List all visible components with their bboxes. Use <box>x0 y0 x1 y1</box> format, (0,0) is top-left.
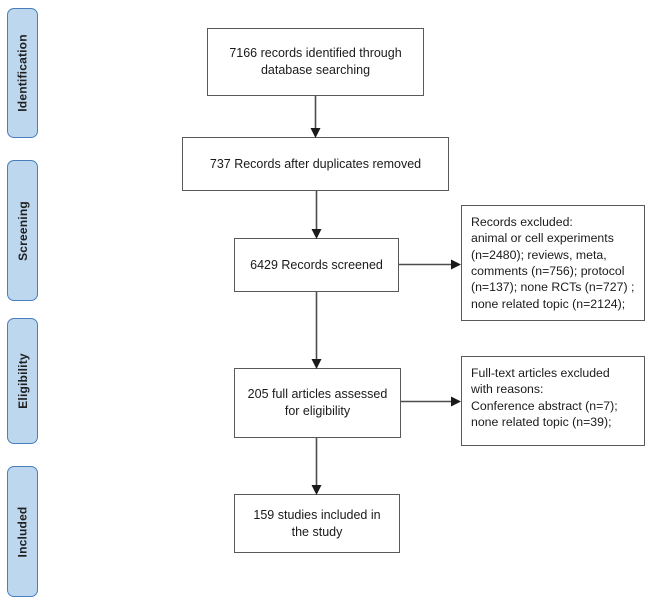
arrow-assessed-to-included <box>311 438 322 495</box>
box-studies-included-text: 159 studies included in the study <box>253 507 381 539</box>
arrow-identified-to-duplicates <box>310 96 321 138</box>
box-records-identified-text: 7166 records identified through database… <box>229 46 402 77</box>
arrow-assessed-to-fulltext-excluded <box>401 396 461 407</box>
box-studies-included: 159 studies included in the study <box>234 494 400 553</box>
arrow-duplicates-to-screened <box>311 191 322 239</box>
box-records-after-duplicates-text: 737 Records after duplicates removed <box>209 156 422 171</box>
box-records-after-duplicates: 737 Records after duplicates removed <box>182 137 449 191</box>
box-records-screened-text: 6429 Records screened <box>250 257 383 272</box>
stage-bar-included: Included <box>7 466 38 597</box>
arrow-screened-to-excluded <box>399 259 461 270</box>
box-full-articles-assessed-text: 205 full articles assessed for eligibili… <box>247 387 388 418</box>
box-full-articles-assessed: 205 full articles assessed for eligibili… <box>234 368 401 438</box>
box-full-text-excluded: Full-text articles excluded with reasons… <box>461 356 645 446</box>
box-full-text-excluded-text: Full-text articles excluded with reasons… <box>471 366 618 430</box>
box-records-excluded-text: Records excluded: animal or cell experim… <box>471 215 635 311</box>
stage-bar-identification: Identification <box>7 8 38 138</box>
arrow-screened-to-assessed <box>311 292 322 369</box>
box-records-identified: 7166 records identified through database… <box>207 28 424 96</box>
stage-bar-eligibility: Eligibility <box>7 318 38 444</box>
box-records-excluded: Records excluded: animal or cell experim… <box>461 205 645 321</box>
stage-bar-screening: Screening <box>7 160 38 301</box>
box-records-screened: 6429 Records screened <box>234 238 399 292</box>
